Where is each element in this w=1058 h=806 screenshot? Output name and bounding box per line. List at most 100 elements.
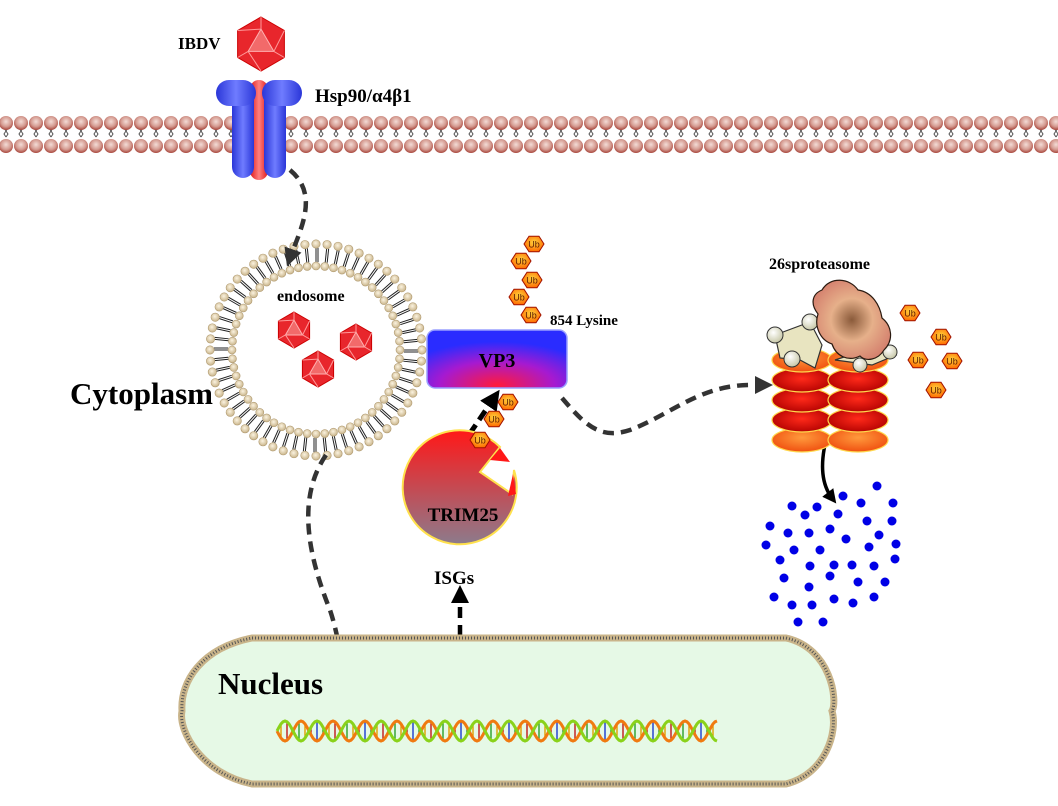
lipid-head xyxy=(219,398,229,408)
lipid-head xyxy=(1004,139,1018,153)
lipid-head xyxy=(397,283,407,293)
lipid-head xyxy=(408,388,418,398)
peptide-dot xyxy=(853,577,863,587)
lipid-head xyxy=(764,116,778,130)
lipid-head xyxy=(299,139,313,153)
ubiquitin-icon: Ub xyxy=(907,351,929,369)
lipid-head xyxy=(539,116,553,130)
lipid-head xyxy=(302,262,312,271)
lipid-head xyxy=(322,240,332,250)
lipid-head xyxy=(1019,116,1033,130)
lipid-head xyxy=(329,116,343,130)
lipid-head xyxy=(719,139,733,153)
lipid-head xyxy=(1019,139,1033,153)
lipid-head xyxy=(554,116,568,130)
lipid-head xyxy=(415,367,425,377)
lipid-head xyxy=(228,354,237,364)
lipid-head xyxy=(344,446,354,456)
lipid-head xyxy=(59,139,73,153)
lipid-head xyxy=(689,116,703,130)
lipid-head xyxy=(194,139,208,153)
lipid-head xyxy=(374,401,383,411)
lipid-head xyxy=(374,139,388,153)
lipid-head xyxy=(824,116,838,130)
peptide-dot xyxy=(872,481,882,491)
lipid-head xyxy=(388,379,398,389)
lipid-head xyxy=(229,328,239,337)
lipid-head xyxy=(379,395,389,404)
lipid-head xyxy=(337,425,347,435)
lipid-head xyxy=(1034,116,1048,130)
lipid-head xyxy=(367,283,377,292)
lipid-head xyxy=(395,354,404,364)
lipid-head xyxy=(704,116,718,130)
peptide-dot xyxy=(891,539,901,549)
lipid-head xyxy=(205,345,215,355)
lipid-head xyxy=(674,139,688,153)
peptide-dot xyxy=(769,592,779,602)
lipid-head xyxy=(74,116,88,130)
lipid-head xyxy=(464,139,478,153)
lipid-head xyxy=(379,296,389,305)
lipid-head xyxy=(89,139,103,153)
ubiquitin-icon: Ub xyxy=(521,271,543,289)
peptide-dot xyxy=(838,491,848,501)
lipid-head xyxy=(149,139,163,153)
ubiquitin-icon: Ub xyxy=(941,352,963,370)
lipid-head xyxy=(345,422,355,432)
receptor-label: Hsp90/α4β1 xyxy=(315,86,412,107)
lipid-head xyxy=(779,139,793,153)
lipid-head xyxy=(329,139,343,153)
peptide-dot xyxy=(841,534,851,544)
lipid-head xyxy=(719,116,733,130)
lipid-head xyxy=(554,139,568,153)
svg-text:Ub: Ub xyxy=(528,240,540,250)
lipid-head xyxy=(249,289,258,299)
lipid-head xyxy=(569,139,583,153)
lipid-head xyxy=(337,265,347,275)
lipid-head xyxy=(353,418,363,428)
lysine-site-label: 854 Lysine xyxy=(550,313,618,329)
lipid-head xyxy=(300,240,310,250)
ubiquitin-icon: Ub xyxy=(510,252,532,270)
lipid-head xyxy=(809,116,823,130)
lipid-head xyxy=(359,139,373,153)
peptide-dot xyxy=(789,545,799,555)
peptide-dot xyxy=(888,498,898,508)
lipid-head xyxy=(854,139,868,153)
peptide-dot xyxy=(869,561,879,571)
peptide-dot xyxy=(815,545,825,555)
lipid-head xyxy=(382,266,392,276)
lipid-head xyxy=(344,116,358,130)
lipid-head xyxy=(599,139,613,153)
lipid-head xyxy=(989,139,1003,153)
lipid-head xyxy=(929,116,943,130)
lipid-head xyxy=(344,139,358,153)
arrow-endosome-to-nucleus xyxy=(306,453,348,661)
peptide-dot xyxy=(829,560,839,570)
svg-text:Ub: Ub xyxy=(904,309,916,319)
lipid-head xyxy=(390,416,400,426)
lipid-head xyxy=(391,371,401,381)
peptide-dot xyxy=(862,516,872,526)
lipid-head xyxy=(219,292,229,302)
peptide-dot xyxy=(848,598,858,608)
ubiquitin-icon: Ub xyxy=(899,304,921,322)
svg-text:Ub: Ub xyxy=(930,386,942,396)
lipid-head xyxy=(74,139,88,153)
peptide-dot xyxy=(856,498,866,508)
peptide-dot xyxy=(805,561,815,571)
lipid-head xyxy=(258,253,268,263)
lipid-head xyxy=(311,451,321,461)
lipid-head xyxy=(214,388,224,398)
lipid-head xyxy=(614,139,628,153)
peptide-dot xyxy=(874,530,884,540)
endosome-virions xyxy=(277,311,373,388)
lipid-head xyxy=(364,253,374,263)
lipid-head xyxy=(644,139,658,153)
lipid-head xyxy=(164,116,178,130)
lipid-head xyxy=(207,367,217,377)
lipid-head xyxy=(1004,116,1018,130)
ubiquitin-icon: Ub xyxy=(930,328,952,346)
lipid-head xyxy=(278,244,288,254)
